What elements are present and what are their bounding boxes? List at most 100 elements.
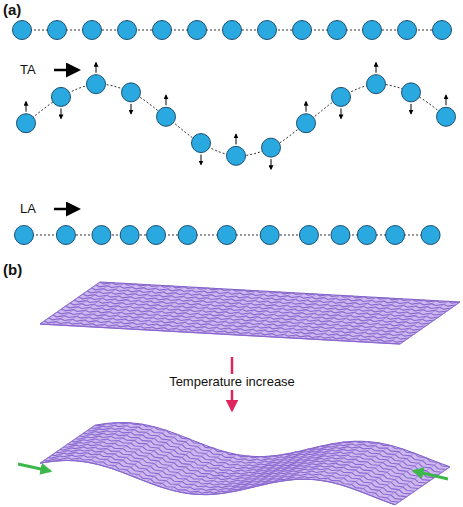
displacement-arrow bbox=[306, 102, 307, 112]
lattice-line bbox=[182, 455, 237, 493]
atom bbox=[421, 226, 440, 245]
lattice-line bbox=[100, 285, 160, 327]
atom bbox=[260, 226, 279, 245]
lattice-line bbox=[160, 289, 220, 331]
atom bbox=[118, 21, 137, 40]
lattice-sheet bbox=[40, 423, 450, 505]
direction-arrow bbox=[54, 208, 78, 211]
lattice-line bbox=[268, 295, 328, 337]
lattice-line bbox=[360, 453, 415, 491]
lattice-line bbox=[244, 293, 304, 335]
atom bbox=[357, 226, 376, 245]
atom bbox=[297, 114, 316, 133]
compression-arrow bbox=[414, 471, 448, 479]
atom bbox=[122, 83, 141, 102]
atom bbox=[15, 226, 34, 245]
atom bbox=[87, 75, 106, 94]
lattice-line bbox=[289, 442, 344, 480]
displacement-arrow bbox=[26, 102, 27, 112]
atom bbox=[48, 21, 67, 40]
displacement-arrow bbox=[376, 63, 377, 73]
lattice-line bbox=[232, 293, 292, 335]
atom bbox=[299, 226, 318, 245]
atom bbox=[217, 226, 236, 245]
lattice-line bbox=[52, 423, 107, 461]
lattice-line bbox=[76, 284, 136, 326]
lattice-line bbox=[312, 441, 367, 479]
lattice-line bbox=[64, 423, 119, 461]
atom bbox=[258, 21, 277, 40]
atom bbox=[92, 226, 111, 245]
lattice-line bbox=[364, 300, 424, 342]
lattice-line bbox=[123, 435, 178, 473]
lattice-line bbox=[241, 452, 296, 490]
atom bbox=[386, 226, 405, 245]
lattice-line bbox=[52, 283, 112, 325]
lattice-line bbox=[124, 287, 184, 329]
sheet-outline bbox=[40, 282, 460, 344]
displacement-arrow bbox=[446, 95, 447, 105]
lattice-line bbox=[87, 424, 142, 462]
lattice-line bbox=[196, 291, 256, 333]
lattice-line bbox=[147, 444, 202, 482]
lattice-line bbox=[316, 297, 376, 339]
atom bbox=[363, 21, 382, 40]
lattice-line bbox=[395, 467, 450, 505]
atom bbox=[332, 87, 351, 106]
lattice-line bbox=[371, 458, 426, 496]
lattice-line bbox=[206, 457, 261, 495]
atom bbox=[52, 87, 71, 106]
atom bbox=[153, 21, 172, 40]
displacement-arrow bbox=[61, 108, 62, 118]
atom bbox=[178, 226, 197, 245]
lattice-line bbox=[292, 296, 352, 338]
atom bbox=[120, 226, 139, 245]
displacement-arrow bbox=[131, 104, 132, 114]
lattice-line bbox=[388, 301, 448, 343]
atom bbox=[331, 226, 350, 245]
compression-arrow bbox=[18, 464, 50, 471]
displacement-arrow bbox=[96, 63, 97, 73]
lattice-line bbox=[253, 449, 308, 487]
lattice-line bbox=[194, 456, 249, 494]
lattice-line bbox=[184, 290, 244, 332]
atom bbox=[437, 107, 456, 126]
lattice-line bbox=[280, 295, 340, 337]
atom bbox=[188, 21, 207, 40]
lattice-line bbox=[136, 287, 196, 329]
lattice-line bbox=[383, 462, 438, 500]
lattice-sheets bbox=[40, 282, 460, 505]
lattice-line bbox=[218, 456, 273, 494]
lattice-line bbox=[300, 441, 355, 479]
atom bbox=[157, 107, 176, 126]
lattice-line bbox=[88, 285, 148, 327]
atom bbox=[398, 21, 417, 40]
atom bbox=[223, 21, 242, 40]
lattice-line bbox=[220, 292, 280, 334]
atom bbox=[262, 138, 281, 157]
lattice-line bbox=[328, 298, 388, 340]
lattice-line bbox=[304, 297, 364, 339]
lattice-line bbox=[340, 299, 400, 341]
atom bbox=[147, 226, 166, 245]
bond-line bbox=[26, 84, 446, 156]
lattice-line bbox=[158, 448, 213, 486]
atom bbox=[13, 21, 32, 40]
lattice-line bbox=[172, 289, 232, 331]
atom bbox=[17, 114, 36, 133]
displacement-arrow bbox=[341, 108, 342, 118]
displacement-arrow bbox=[271, 159, 272, 169]
lattice-line bbox=[376, 301, 436, 343]
atom bbox=[192, 134, 211, 153]
mode-label: TA bbox=[20, 63, 36, 77]
displacement-arrow bbox=[201, 155, 202, 165]
displacement-arrow bbox=[236, 134, 237, 144]
mode-label: LA bbox=[20, 202, 36, 216]
atom bbox=[328, 21, 347, 40]
lattice-line bbox=[99, 427, 154, 465]
displacement-arrow bbox=[166, 95, 167, 105]
lattice-line bbox=[229, 454, 284, 492]
direction-arrow bbox=[54, 69, 78, 72]
lattice-line bbox=[112, 286, 172, 328]
